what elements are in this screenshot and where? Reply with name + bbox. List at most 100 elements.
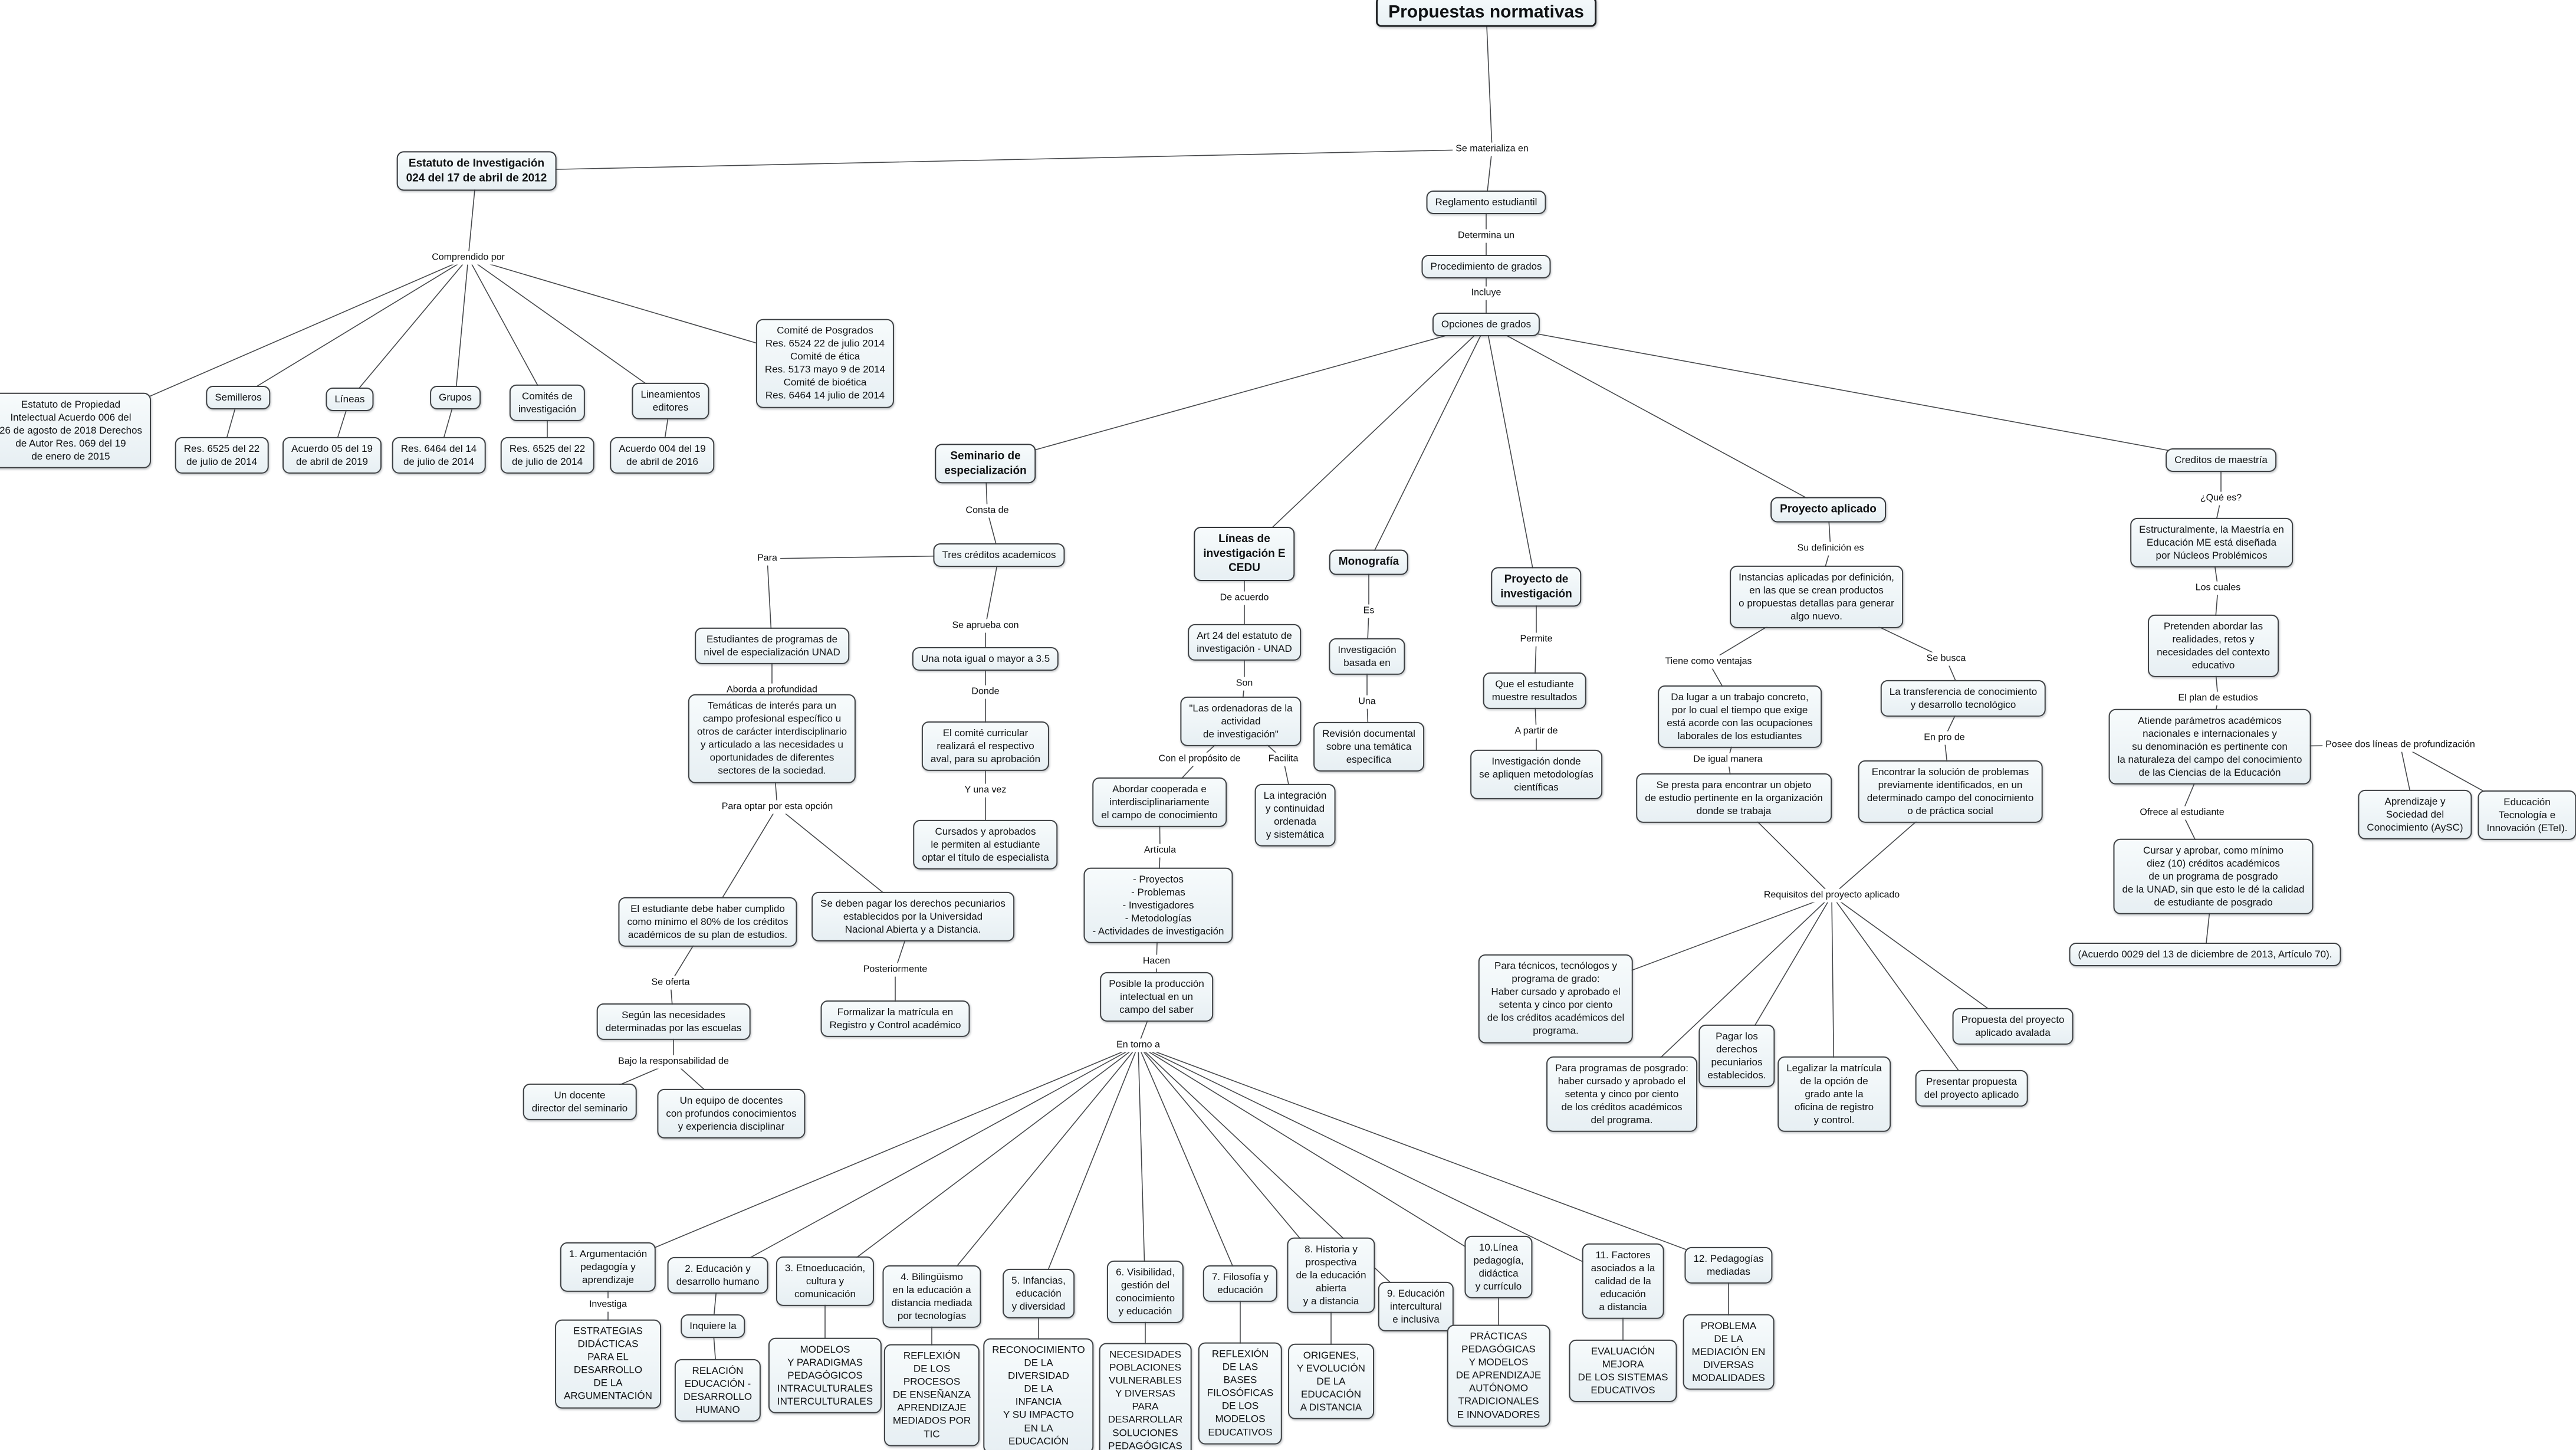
node-origenes[interactable]: ORIGENES, Y EVOLUCIÓN DE LA EDUCACIÓN A … [1288,1343,1374,1420]
node-un-equipo[interactable]: Un equipo de docentes con profundos cono… [657,1088,806,1139]
node-grupos[interactable]: Grupos [430,385,481,410]
node-evaluacion[interactable]: EVALUACIÓN MEJORA DE LOS SISTEMAS EDUCAT… [1569,1339,1677,1403]
node-para-tecnicos[interactable]: Para técnicos, tecnólogos y programa de … [1478,954,1634,1044]
node-legalizar[interactable]: Legalizar la matrícula de la opción de g… [1777,1056,1891,1133]
node-lineas[interactable]: Líneas [326,387,374,412]
node-procedimiento[interactable]: Procedimiento de grados [1421,254,1551,279]
node-n11[interactable]: 11. Factores asociados a la calidad de l… [1582,1243,1664,1320]
node-cursar-aprobar[interactable]: Cursar y aprobar, como mínimo diez (10) … [2113,838,2314,915]
node-opciones[interactable]: Opciones de grados [1432,312,1540,337]
node-n5[interactable]: 5. Infancias, educación y diversidad [1003,1268,1075,1319]
node-n9[interactable]: 9. Educación intercultural e inclusiva [1378,1281,1454,1332]
node-seminario[interactable]: Seminario de especialización [935,444,1036,484]
node-para-posgrado[interactable]: Para programas de posgrado: haber cursad… [1546,1056,1697,1133]
node-tematicas[interactable]: Temáticas de interés para un campo profe… [688,694,856,783]
node-n3[interactable]: 3. Etnoeducación, cultura y comunicación [776,1256,875,1307]
linking-label-lbl-de-acuerdo: De acuerdo [1217,591,1272,605]
node-tres-creditos[interactable]: Tres créditos academicos [933,543,1065,567]
node-el-estudiante-80[interactable]: El estudiante debe haber cumplido como m… [618,897,797,947]
node-estrategias[interactable]: ESTRATEGIAS DIDÁCTICAS PARA EL DESARROLL… [555,1319,661,1409]
node-monografia[interactable]: Monografía [1329,549,1409,575]
node-una-nota[interactable]: Una nota igual o mayor a 3.5 [912,647,1059,671]
node-formalizar[interactable]: Formalizar la matrícula en Registro y Co… [820,1000,970,1038]
node-revision-documental[interactable]: Revisión documental sobre una temática e… [1313,721,1424,772]
node-n4[interactable]: 4. Bilingüismo en la educación a distanc… [882,1265,981,1328]
node-modelos[interactable]: MODELOS Y PARADIGMAS PEDAGÓGICOS INTRACU… [768,1337,882,1414]
node-segun-necesidades[interactable]: Según las necesidades determinadas por l… [596,1003,751,1041]
node-relacion[interactable]: RELACIÓN EDUCACIÓN - DESARROLLO HUMANO [674,1359,761,1422]
node-ordenadoras[interactable]: "Las ordenadoras de la actividad de inve… [1180,696,1302,747]
node-art24[interactable]: Art 24 del estatuto de investigación - U… [1188,624,1301,661]
node-inv-metodologias[interactable]: Investigación donde se apliquen metodolo… [1470,749,1602,800]
node-acuerdo-lineas[interactable]: Acuerdo 05 del 19 de abril de 2019 [282,437,382,474]
node-reflexion-bases[interactable]: REFLEXIÓN DE LAS BASES FILOSÓFICAS DE LO… [1198,1342,1283,1445]
node-reglamento[interactable]: Reglamento estudiantil [1426,190,1546,215]
node-n7[interactable]: 7. Filosofía y educación [1202,1265,1278,1303]
node-lineas-cedu[interactable]: Líneas de investigación E CEDU [1194,526,1295,582]
node-propuesta-avalada[interactable]: Propuesta del proyecto aplicado avalada [1952,1008,2074,1045]
node-reconocimiento[interactable]: RECONOCIMIENTO DE LA DIVERSIDAD DE LA IN… [983,1338,1094,1450]
node-practicas[interactable]: PRÁCTICAS PEDAGÓGICAS Y MODELOS DE APREN… [1447,1324,1550,1427]
node-reflexion-tic[interactable]: REFLEXIÓN DE LOS PROCESOS DE ENSEÑANZA A… [883,1344,980,1446]
node-problema-mediacion[interactable]: PROBLEMA DE LA MEDIACIÓN EN DIVERSAS MOD… [1683,1314,1775,1390]
node-pagar-derechos[interactable]: Pagar los derechos pecuniarios estableci… [1698,1024,1775,1088]
node-n1[interactable]: 1. Argumentación pedagogía y aprendizaje [560,1242,656,1292]
node-acuerdo-0029[interactable]: (Acuerdo 0029 del 13 de diciembre de 201… [2069,942,2341,967]
node-que-estudiante[interactable]: Que el estudiante muestre resultados [1483,672,1586,710]
node-etei[interactable]: Educación Tecnología e Innovación (ETeI)… [2478,790,2576,841]
edge-lbl-se-materializa--estatuto-inv [476,149,1493,172]
edge-lbl-en-torno--n7 [1138,1045,1241,1284]
node-title[interactable]: Propuestas normativas [1376,0,1596,27]
node-necesidades[interactable]: NECESIDADES POBLACIONES VULNERABLES Y DI… [1099,1343,1192,1450]
node-cursados[interactable]: Cursados y aprobados le permiten al estu… [913,819,1058,870]
node-proyecto-inv[interactable]: Proyecto de investigación [1491,567,1582,607]
node-lineamientos[interactable]: Lineamientos editores [632,382,709,420]
linking-label-lbl-su-definicion: Su definición es [1794,542,1867,556]
node-presentar-propuesta[interactable]: Presentar propuesta del proyecto aplicad… [1915,1070,2028,1107]
node-comite-posgrados[interactable]: Comité de Posgrados Res. 6524 22 de juli… [755,319,895,408]
node-acuerdo-lineamientos[interactable]: Acuerdo 004 del 19 de abril de 2016 [610,437,715,474]
node-investigacion-basada[interactable]: Investigación basada en [1329,638,1405,675]
node-proyecto-aplicado[interactable]: Proyecto aplicado [1770,497,1886,523]
node-un-docente[interactable]: Un docente director del seminario [523,1083,637,1121]
node-n12[interactable]: 12. Pedagogías mediadas [1684,1246,1773,1284]
node-creditos-maestria[interactable]: Creditos de maestría [2166,448,2276,473]
edge-lbl-en-torno--n10 [1138,1045,1499,1268]
node-comites[interactable]: Comités de investigación [509,384,586,422]
node-se-presta[interactable]: Se presta para encontrar un objeto de es… [1636,773,1832,824]
node-estudiantes[interactable]: Estudiantes de programas de nivel de esp… [695,627,849,665]
node-res-semilleros[interactable]: Res. 6525 del 22 de julio de 2014 [175,437,269,474]
node-res-comites[interactable]: Res. 6525 del 22 de julio de 2014 [500,437,594,474]
node-comite-curricular[interactable]: El comité curricular realizará el respec… [921,721,1050,772]
node-pretenden[interactable]: Pretenden abordar las realidades, retos … [2148,614,2279,678]
linking-label-lbl-comprendido: Comprendido por [429,251,508,265]
node-n6[interactable]: 6. Visibilidad, gestión del conocimiento… [1106,1260,1184,1324]
node-estatuto-inv[interactable]: Estatuto de Investigación 024 del 17 de … [396,151,557,191]
node-se-deben-pagar[interactable]: Se deben pagar los derechos pecuniarios … [811,891,1014,942]
node-integracion[interactable]: La integración y continuidad ordenada y … [1254,783,1336,847]
linking-label-lbl-posteriormente: Posteriormente [860,963,931,977]
node-inquiere[interactable]: Inquiere la [681,1314,745,1339]
node-transferencia[interactable]: La transferencia de conocimiento y desar… [1880,680,2046,717]
node-estructuralmente[interactable]: Estructuralmente, la Maestría en Educaci… [2130,517,2293,568]
edge-lbl-comprendido--grupos [455,257,469,398]
linking-label-lbl-plan-estudios: El plan de estudios [2175,691,2261,706]
node-da-lugar[interactable]: Da lugar a un trabajo concreto, por lo c… [1658,685,1822,749]
node-n10[interactable]: 10.Línea pedagogía, didáctica y currícul… [1464,1235,1533,1299]
linking-label-lbl-se-busca: Se busca [1923,652,1969,666]
edge-opciones--creditos-maestria [1486,324,2222,461]
linking-label-lbl-articula: Artícula [1141,844,1179,858]
node-atiende[interactable]: Atiende parámetros académicos nacionales… [2108,708,2311,785]
node-aysc[interactable]: Aprendizaje y Sociedad del Conocimiento … [2358,789,2472,840]
node-n2[interactable]: 2. Educación y desarrollo humano [667,1257,768,1294]
node-instancias[interactable]: Instancias aplicadas por definición, en … [1730,565,1903,629]
node-n8[interactable]: 8. Historia y prospectiva de la educació… [1287,1237,1375,1314]
node-encontrar-solucion[interactable]: Encontrar la solución de problemas previ… [1858,760,2043,824]
node-abordar[interactable]: Abordar cooperada e interdisciplinariame… [1092,777,1227,828]
node-estatuto-prop[interactable]: Estatuto de Propiedad Intelectual Acuerd… [0,392,151,469]
node-posible-produccion[interactable]: Posible la producción intelectual en un … [1100,972,1213,1022]
node-proyectos-lista[interactable]: - Proyectos - Problemas - Investigadores… [1083,867,1233,944]
node-res-grupos[interactable]: Res. 6464 del 14 de julio de 2014 [392,437,486,474]
node-semilleros[interactable]: Semilleros [206,385,271,410]
